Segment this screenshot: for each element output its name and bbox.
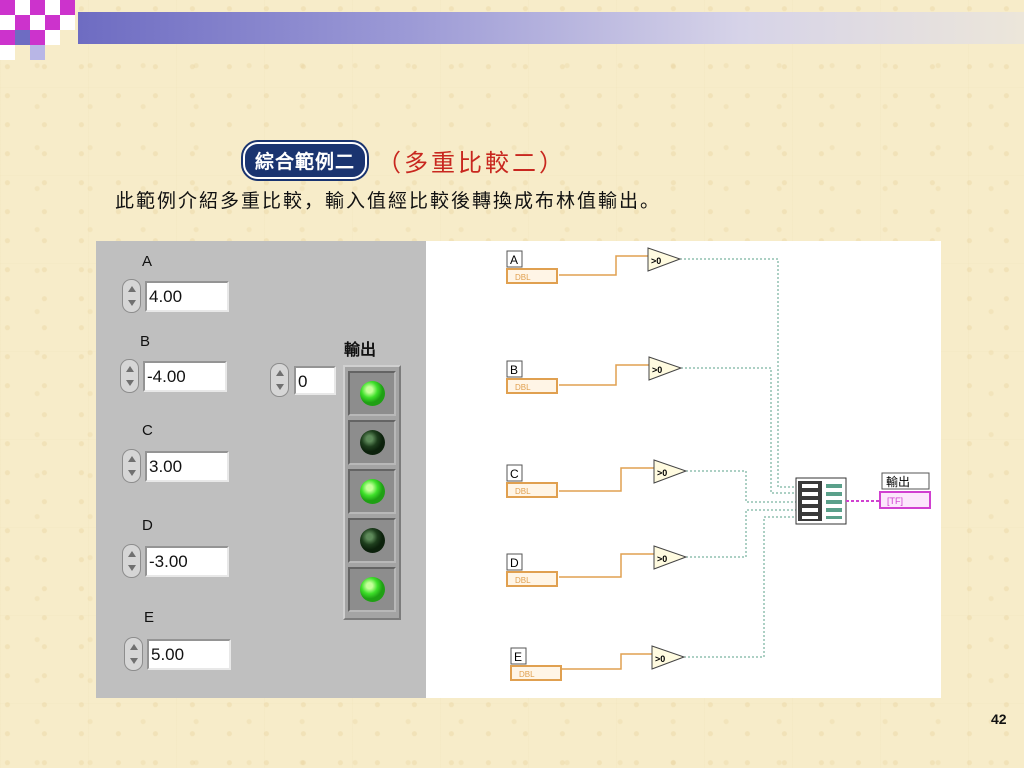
- greater-than-zero-icon: >0: [651, 645, 686, 670]
- led-array-indicator: [343, 365, 401, 620]
- header-square: [0, 15, 15, 30]
- header-square: [30, 0, 45, 15]
- terminal-type: DBL: [515, 383, 531, 392]
- header-square: [30, 15, 45, 30]
- led-cell: [348, 518, 396, 563]
- numeric-control-a[interactable]: 4.00: [145, 281, 229, 312]
- output-label: 輸出: [344, 342, 377, 359]
- greater-than-zero-icon: >0: [647, 247, 682, 272]
- terminal-type: DBL: [515, 576, 531, 585]
- input-terminals: A DBL B DBL C DBL D DBL: [506, 250, 562, 681]
- control-label-b: B: [140, 333, 151, 350]
- terminal-label-a: A: [510, 253, 518, 267]
- compare-nodes: >0 >0 >0 >0 >0: [647, 247, 688, 670]
- terminal-label-c: C: [510, 467, 519, 481]
- numeric-control-e[interactable]: 5.00: [147, 639, 231, 670]
- front-panel: A 4.00 B -4.00 C 3.00 D -3.00 E 5.00 0 輸…: [96, 241, 426, 698]
- header-square: [30, 45, 45, 60]
- terminal-b: B DBL: [506, 360, 558, 394]
- header-square: [45, 15, 60, 30]
- led-indicator: [360, 381, 385, 406]
- terminal-type: DBL: [519, 670, 535, 679]
- header-gradient-band: [78, 12, 1024, 44]
- led-cell: [348, 469, 396, 514]
- control-label-e: E: [144, 609, 155, 626]
- svg-text:>0: >0: [655, 654, 665, 664]
- numeric-control-b[interactable]: -4.00: [143, 361, 227, 392]
- led-cell: [348, 371, 396, 416]
- output-terminal-label: 輸出: [886, 474, 910, 489]
- output-terminal: 輸出 [TF]: [879, 472, 931, 509]
- terminal-type: DBL: [515, 487, 531, 496]
- increment-decrement-icon[interactable]: [122, 279, 141, 313]
- greater-than-zero-icon: >0: [648, 356, 683, 381]
- increment-decrement-icon[interactable]: [124, 637, 143, 671]
- terminal-c: C DBL: [506, 464, 558, 498]
- output-terminal-type: [TF]: [887, 496, 903, 506]
- svg-text:>0: >0: [652, 365, 662, 375]
- led-cell: [348, 420, 396, 465]
- header-square: [30, 30, 45, 45]
- terminal-label-d: D: [510, 556, 519, 570]
- build-array-node: [795, 477, 847, 525]
- increment-decrement-icon[interactable]: [122, 449, 141, 483]
- example-subtitle: （多重比較二）: [377, 149, 567, 177]
- terminal-label-e: E: [514, 650, 522, 664]
- example-badge: 綜合範例二: [240, 140, 370, 181]
- slide-header-decoration: [0, 0, 1024, 60]
- greater-than-zero-icon: >0: [653, 545, 688, 570]
- boolean-wires: [680, 258, 796, 658]
- svg-text:>0: >0: [651, 256, 661, 266]
- terminal-label-b: B: [510, 363, 518, 377]
- terminal-d: D DBL: [506, 553, 558, 587]
- increment-decrement-icon[interactable]: [270, 363, 289, 397]
- header-square: [15, 15, 30, 30]
- led-indicator: [360, 430, 385, 455]
- labview-screenshot: A 4.00 B -4.00 C 3.00 D -3.00 E 5.00 0 輸…: [96, 241, 941, 698]
- array-index-control[interactable]: 0: [294, 366, 336, 395]
- example-description: 此範例介紹多重比較，輸入值經比較後轉換成布林值輸出。: [115, 190, 662, 212]
- page-number: 42: [991, 711, 1007, 727]
- led-indicator: [360, 528, 385, 553]
- svg-text:>0: >0: [657, 468, 667, 478]
- header-square: [15, 0, 30, 15]
- slide-title: 綜合範例二 （多重比較二）: [240, 140, 567, 181]
- header-square: [60, 15, 75, 30]
- greater-than-zero-icon: >0: [653, 459, 688, 484]
- numeric-control-c[interactable]: 3.00: [145, 451, 229, 482]
- numeric-control-d[interactable]: -3.00: [145, 546, 229, 577]
- input-wires: [559, 255, 654, 670]
- led-cell: [348, 567, 396, 612]
- header-square: [0, 45, 15, 60]
- header-square: [60, 0, 75, 15]
- control-label-a: A: [142, 253, 153, 270]
- control-label-c: C: [142, 422, 153, 439]
- terminal-e: E DBL: [510, 647, 562, 681]
- terminal-type: DBL: [515, 273, 531, 282]
- svg-text:>0: >0: [657, 554, 667, 564]
- increment-decrement-icon[interactable]: [122, 544, 141, 578]
- led-indicator: [360, 577, 385, 602]
- increment-decrement-icon[interactable]: [120, 359, 139, 393]
- header-square: [0, 0, 15, 15]
- header-square: [15, 30, 30, 45]
- control-label-d: D: [142, 517, 153, 534]
- terminal-a: A DBL: [506, 250, 558, 284]
- header-square: [0, 30, 15, 45]
- block-diagram: A DBL B DBL C DBL D DBL: [506, 247, 931, 681]
- led-indicator: [360, 479, 385, 504]
- header-square: [45, 0, 60, 15]
- header-square: [45, 30, 60, 45]
